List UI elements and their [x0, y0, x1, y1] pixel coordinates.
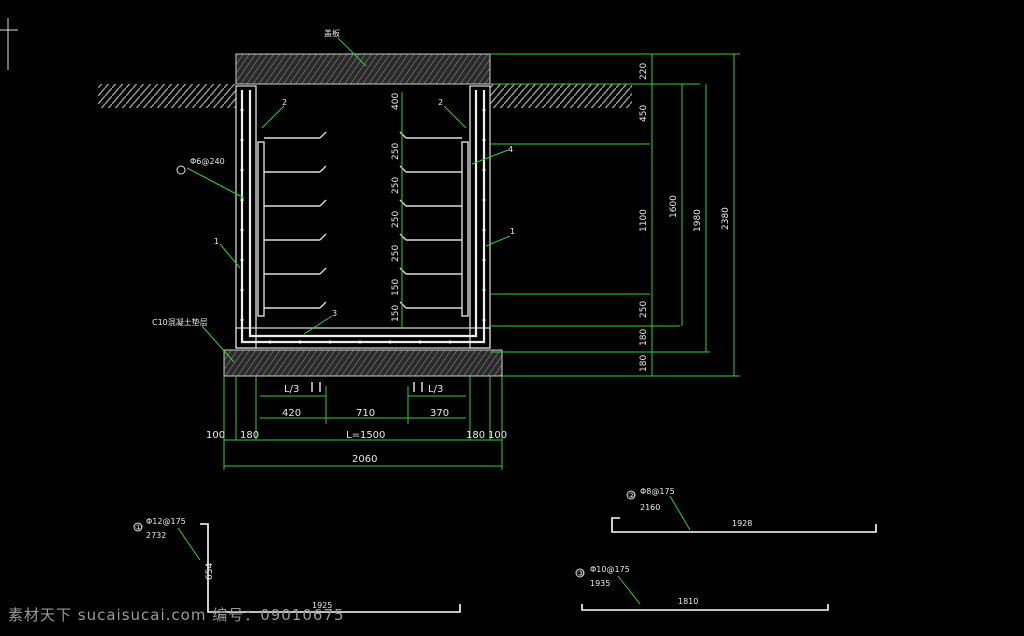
- svg-text:1935: 1935: [590, 579, 610, 588]
- cable-brackets-left: [257, 131, 327, 317]
- svg-text:Φ8@175: Φ8@175: [640, 487, 675, 496]
- bracket-spacing-labels: 400 250 250 250 250 150 150: [391, 93, 401, 322]
- mark-1-right: 1: [510, 227, 515, 236]
- mark-4: 4: [508, 145, 513, 154]
- svg-text:180: 180: [639, 329, 649, 346]
- cover-label: 盖板: [324, 28, 340, 38]
- svg-text:250: 250: [391, 211, 401, 228]
- watermark: 素材天下 sucaisucai.com 编号：09010675: [8, 606, 345, 624]
- svg-text:1980: 1980: [693, 209, 703, 232]
- svg-text:1100: 1100: [639, 209, 649, 232]
- svg-text:250: 250: [639, 301, 649, 318]
- origin-marker: [0, 18, 18, 70]
- dim-420: 420: [282, 408, 301, 419]
- dim-370: 370: [430, 408, 449, 419]
- svg-text:②: ②: [628, 491, 635, 500]
- svg-text:1928: 1928: [732, 519, 752, 528]
- cable-brackets-right: [399, 131, 469, 317]
- svg-text:250: 250: [391, 143, 401, 160]
- part-mark-circles: [176, 165, 186, 175]
- svg-text:2380: 2380: [721, 207, 731, 230]
- svg-text:Φ10@175: Φ10@175: [590, 565, 630, 574]
- ground-soil-left: [98, 84, 236, 108]
- rebar-dots: [240, 108, 486, 344]
- dim-100-right: 100: [488, 430, 507, 441]
- mark-rebar4-label: Φ6@240: [190, 157, 225, 166]
- mark-2-right: 2: [438, 98, 443, 107]
- ground-soil-right: [490, 84, 632, 108]
- concrete-base: [223, 349, 503, 377]
- svg-text:400: 400: [391, 93, 401, 110]
- svg-text:180: 180: [639, 355, 649, 372]
- dim-total: 2060: [352, 454, 377, 465]
- svg-text:1600: 1600: [669, 195, 679, 218]
- trench-walls: [235, 85, 491, 349]
- svg-text:450: 450: [639, 105, 649, 122]
- mark-3: 3: [332, 309, 337, 318]
- leader-lines: [186, 105, 511, 363]
- dim-span: L=1500: [346, 430, 385, 441]
- svg-text:Φ12@175: Φ12@175: [146, 517, 186, 526]
- svg-text:1810: 1810: [678, 597, 698, 606]
- bottom-dim-ticks: [311, 382, 423, 392]
- svg-text:654: 654: [205, 563, 215, 580]
- svg-text:1925: 1925: [312, 601, 332, 610]
- svg-text:2732: 2732: [146, 531, 166, 540]
- svg-text:250: 250: [391, 177, 401, 194]
- cover-leader: [337, 37, 367, 67]
- wall-reinforcement: [240, 90, 486, 344]
- dim-100-left: 100: [206, 430, 225, 441]
- bottom-dimension-lines: [223, 376, 503, 470]
- svg-text:250: 250: [391, 245, 401, 262]
- detail-bar-1: ① Φ12@175 2732 654 1925: [133, 517, 461, 613]
- c10-label: C10混凝土垫层: [152, 317, 208, 327]
- svg-text:150: 150: [391, 279, 401, 296]
- mark-1-left: 1: [214, 237, 219, 246]
- cover-plate: [235, 53, 491, 85]
- svg-text:①: ①: [135, 523, 142, 532]
- dim-710: 710: [356, 408, 375, 419]
- svg-text:220: 220: [639, 63, 649, 80]
- right-dimension-lines: [490, 53, 740, 377]
- detail-bar-2: ② Φ8@175 2160 1928: [611, 487, 877, 533]
- right-dimension-labels: 220 450 1100 250 180 180 1600 1980 2380: [639, 63, 731, 372]
- dim-l3-right: L/3: [428, 384, 443, 395]
- dim-180-right: 180: [466, 430, 485, 441]
- svg-text:150: 150: [391, 305, 401, 322]
- svg-text:2160: 2160: [640, 503, 660, 512]
- mark-2-left: 2: [282, 98, 287, 107]
- dim-180-left: 180: [240, 430, 259, 441]
- dim-l3-left: L/3: [284, 384, 299, 395]
- detail-bar-3: ③ Φ10@175 1935 1810: [575, 565, 829, 611]
- svg-text:③: ③: [577, 569, 584, 578]
